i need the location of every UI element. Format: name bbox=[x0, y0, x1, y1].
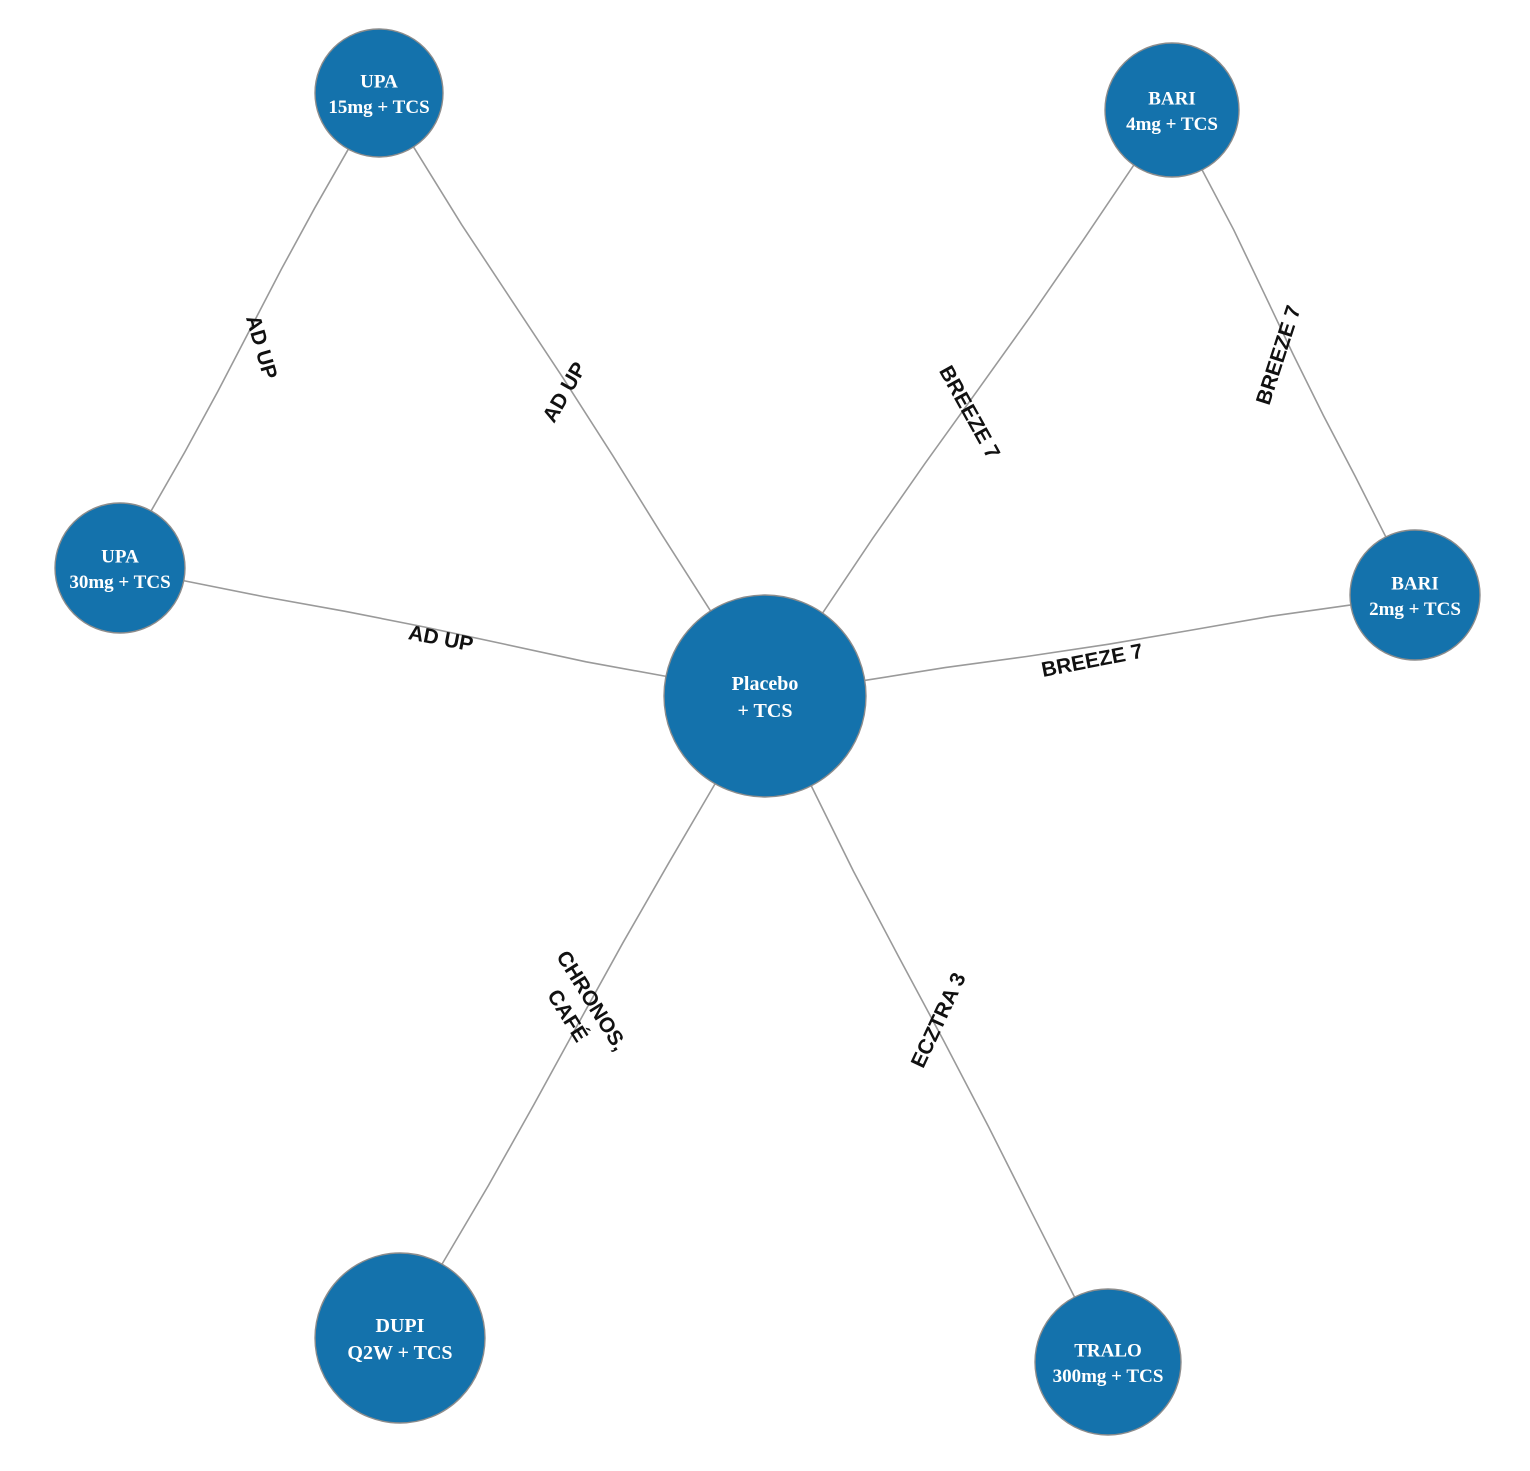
node-upa15[interactable]: UPA 15mg + TCS bbox=[314, 28, 444, 158]
node-label-primary-upa30: UPA bbox=[101, 546, 139, 567]
node-label-primary-bari4: BARI bbox=[1148, 88, 1196, 109]
edge-placebo-bari2 bbox=[863, 604, 1352, 682]
edge-upa30-placebo bbox=[182, 579, 668, 678]
node-label-primary-placebo: Placebo bbox=[732, 673, 799, 695]
edge-label-text: BREEZE 7 bbox=[1252, 303, 1306, 408]
node-label-primary-tralo: TRALO bbox=[1074, 1340, 1142, 1361]
edge-label-upa30-placebo: AD UP bbox=[407, 621, 476, 656]
edge-placebo-dupi bbox=[440, 782, 717, 1266]
node-circle-dupi[interactable] bbox=[314, 1252, 486, 1424]
node-circle-tralo[interactable] bbox=[1034, 1288, 1182, 1436]
node-label-primary-dupi: DUPI bbox=[376, 1315, 425, 1337]
node-circle-upa30[interactable] bbox=[54, 502, 186, 634]
edge-label-text: AD UP bbox=[538, 358, 591, 426]
nodes-layer: UPA 15mg + TCS BARI 4mg + TCS UPA 30mg + TCS B… bbox=[54, 28, 1481, 1436]
edge-label-bari4-placebo: BREEZE 7 bbox=[934, 362, 1004, 463]
node-label-secondary-upa30: 30mg + TCS bbox=[69, 572, 170, 593]
node-label-secondary-bari2: 2mg + TCS bbox=[1369, 599, 1461, 620]
node-bari4[interactable]: BARI 4mg + TCS bbox=[1104, 42, 1240, 178]
edges-layer bbox=[149, 145, 1388, 1299]
node-label-secondary-tralo: 300mg + TCS bbox=[1053, 1366, 1164, 1387]
node-tralo[interactable]: TRALO 300mg + TCS bbox=[1034, 1288, 1182, 1436]
edge-label-upa15-placebo: AD UP bbox=[538, 358, 591, 426]
edge-label-text: BREEZE 7 bbox=[934, 362, 1004, 463]
edge-label-placebo-dupi: CHRONOS,CAFÉ bbox=[542, 947, 631, 1055]
node-label-primary-bari2: BARI bbox=[1391, 573, 1439, 594]
node-circle-bari2[interactable] bbox=[1349, 529, 1481, 661]
edge-label-placebo-tralo: ECZTRA 3 bbox=[907, 969, 971, 1071]
edge-bari4-bari2 bbox=[1200, 168, 1388, 539]
edge-label-text: AD UP bbox=[241, 313, 281, 382]
node-bari2[interactable]: BARI 2mg + TCS bbox=[1349, 529, 1481, 661]
node-circle-upa15[interactable] bbox=[314, 28, 444, 158]
edge-upa15-placebo bbox=[412, 145, 712, 613]
node-label-secondary-bari4: 4mg + TCS bbox=[1126, 114, 1218, 135]
node-upa30[interactable]: UPA 30mg + TCS bbox=[54, 502, 186, 634]
node-circle-bari4[interactable] bbox=[1104, 42, 1240, 178]
edge-bari4-placebo bbox=[821, 163, 1136, 615]
edge-upa15-upa30 bbox=[149, 147, 350, 513]
node-circle-placebo[interactable] bbox=[663, 594, 867, 798]
edge-placebo-tralo bbox=[810, 784, 1076, 1299]
node-label-secondary-placebo: + TCS bbox=[738, 700, 793, 722]
node-label-secondary-dupi: Q2W + TCS bbox=[347, 1342, 452, 1364]
edge-label-text: ECZTRA 3 bbox=[907, 969, 971, 1071]
node-label-primary-upa15: UPA bbox=[360, 71, 398, 92]
node-dupi[interactable]: DUPI Q2W + TCS bbox=[314, 1252, 486, 1424]
node-label-secondary-upa15: 15mg + TCS bbox=[328, 97, 429, 118]
edge-label-bari4-bari2: BREEZE 7 bbox=[1252, 303, 1306, 408]
edge-label-upa15-upa30: AD UP bbox=[241, 313, 281, 382]
edge-label-text: AD UP bbox=[407, 621, 476, 656]
node-placebo[interactable]: Placebo + TCS bbox=[663, 594, 867, 798]
